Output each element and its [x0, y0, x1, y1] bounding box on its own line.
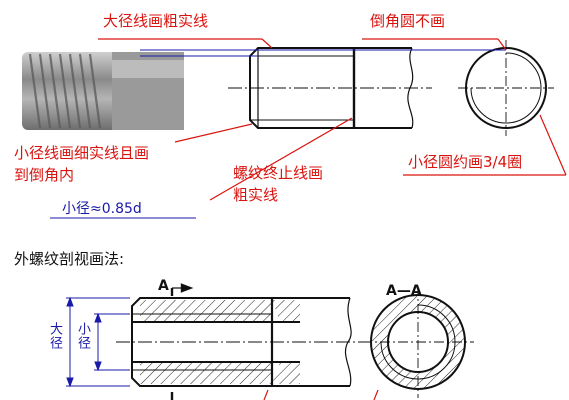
- chamfer-circle-label: 倒角圆不画: [370, 12, 446, 30]
- thread-section-view: [116, 297, 366, 387]
- diameter-dimensions: [66, 296, 130, 388]
- minor-circle-label: 小径圆约画3/4圈: [408, 153, 523, 171]
- minor-diameter-line-label: 小径线画细实线且画: [14, 144, 150, 162]
- section-aa-view: [362, 286, 474, 398]
- thread-end-line-label-cont: 粗实线: [233, 186, 279, 204]
- minor-diameter-line-label-cont: 到倒角内: [14, 166, 75, 184]
- section-method-heading: 外螺纹剖视画法:: [14, 250, 125, 268]
- section-cut-marks: [170, 283, 194, 400]
- thread-end-line-label: 螺纹终止线画: [233, 164, 324, 182]
- section-view-title: A—A: [386, 283, 422, 299]
- major-diameter-line-label: 大径线画粗实线: [103, 12, 209, 30]
- threaded-bolt-photo: [22, 52, 184, 130]
- thread-end-view: [458, 40, 554, 136]
- minor-diameter-dimension-label: 小径: [75, 322, 90, 350]
- section-mark-a: A: [158, 278, 169, 294]
- minor-diameter-formula: 小径≈0.85d: [62, 201, 142, 217]
- thread-main-view: [228, 47, 432, 129]
- top-leader-lines: [50, 38, 567, 219]
- major-diameter-dimension-label: 大径: [47, 322, 62, 350]
- bottom-leader-lines: [263, 389, 379, 400]
